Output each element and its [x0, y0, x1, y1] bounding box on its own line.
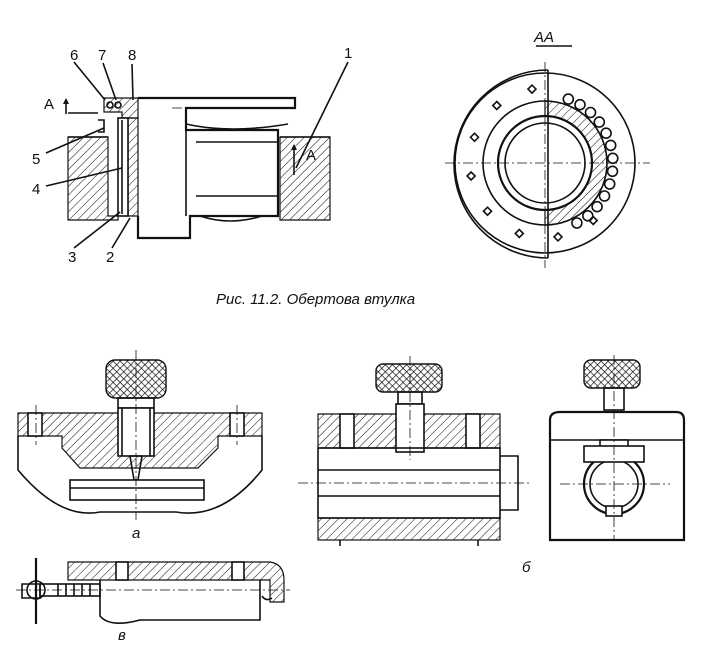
fixture-view-a	[17, 350, 263, 520]
bearing-ball	[606, 165, 619, 178]
bearing-ball	[606, 152, 619, 165]
retainer-pin	[552, 231, 564, 243]
section-mark-left: А	[44, 96, 54, 113]
section-letter-a-right: А	[306, 147, 316, 164]
bearing-ball	[591, 200, 603, 213]
callout-leaders	[45, 61, 349, 249]
label-b: б	[522, 559, 531, 576]
callout-6: 6	[70, 47, 78, 64]
callout-5: 5	[32, 151, 40, 168]
callout-2: 2	[106, 249, 114, 266]
retainer-pin	[514, 228, 525, 239]
bearing-ball	[593, 116, 606, 128]
bushing-section-view	[63, 96, 331, 240]
bearing-ball	[604, 139, 617, 152]
retainer-pin	[588, 215, 599, 226]
retainer-pins	[465, 83, 599, 243]
retainer-pin	[491, 100, 502, 111]
fixture-view-b-front	[298, 356, 530, 546]
bearing-ball	[600, 127, 612, 139]
bearing-ball	[603, 178, 616, 190]
retainer-pin	[469, 132, 480, 143]
callout-1: 1	[344, 45, 352, 62]
callout-4: 4	[32, 181, 40, 198]
section-aa-label: АА	[533, 29, 554, 46]
section-letter-a-left: А	[44, 96, 54, 113]
fixture-view-v	[16, 558, 290, 624]
callout-3: 3	[68, 249, 76, 266]
bearing-ball	[584, 106, 597, 119]
fixture-view-b-side	[548, 355, 686, 542]
bearing-ball	[562, 93, 575, 105]
retainer-pin	[465, 170, 477, 182]
bearing-ball	[598, 190, 611, 202]
figure-caption: Рис. 11.2. Обертова втулка	[216, 291, 415, 308]
section-mark-right: А	[306, 147, 316, 164]
section-aa-view	[445, 45, 650, 268]
callout-7: 7	[98, 47, 106, 64]
retainer-pin	[526, 83, 538, 95]
callout-8: 8	[128, 47, 136, 64]
label-v: в	[118, 627, 126, 644]
bearing-ball	[571, 217, 583, 229]
bearing-ball	[574, 98, 586, 111]
retainer-pin	[482, 206, 493, 217]
label-a: а	[132, 525, 140, 542]
